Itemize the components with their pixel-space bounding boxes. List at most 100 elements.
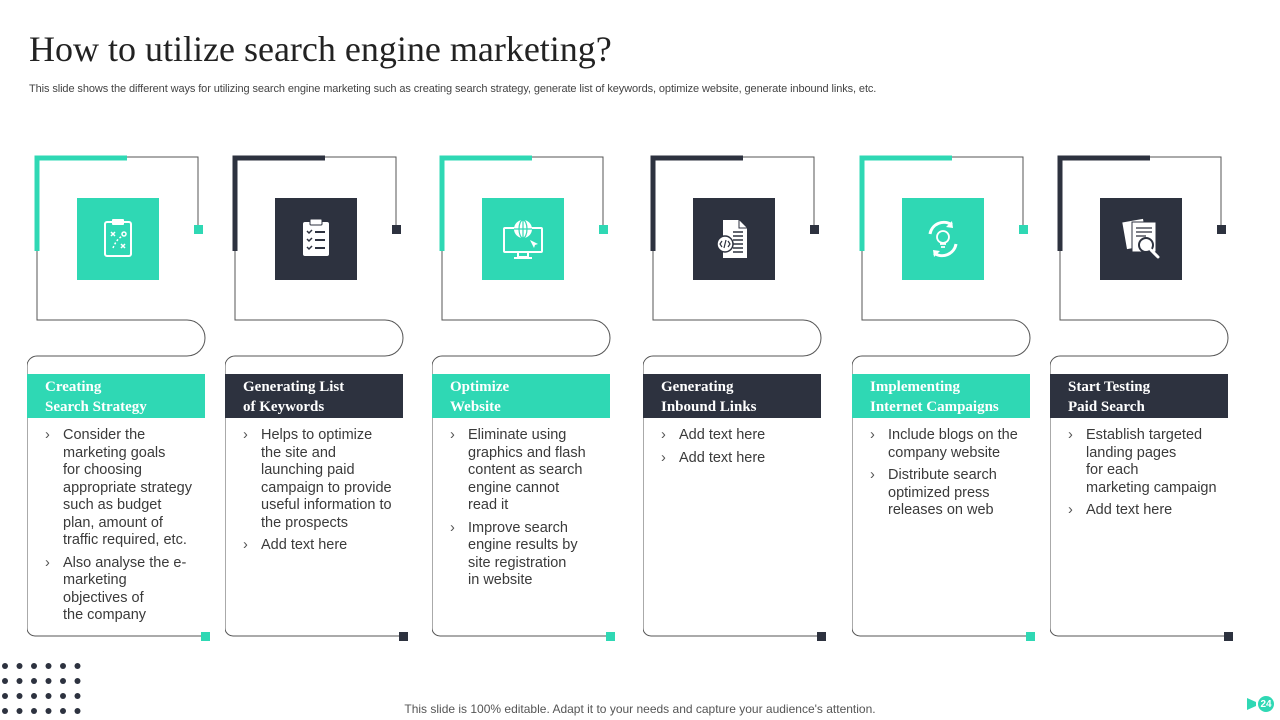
chevron-right-icon: › (45, 554, 50, 571)
bullet-item: › Establish targeted landing pages for ea… (1068, 427, 1236, 497)
chevron-right-icon: › (45, 427, 50, 443)
card-heading-line: Start Testing (1068, 379, 1151, 395)
bullet-item: ›Improve search engine results by site r… (450, 520, 618, 590)
bullet-text: Add text here (679, 427, 766, 443)
footer-note: This slide is 100% editable. Adapt it to… (404, 702, 876, 716)
decorative-dot (74, 663, 81, 669)
card-heading-line: Optimize (450, 379, 510, 395)
bullet-text: Add text here (1086, 502, 1173, 518)
card-heading-line: Generating List (243, 379, 345, 395)
card-heading-line: of Keywords (243, 399, 325, 415)
icon-tile (902, 198, 984, 280)
chevron-right-icon: › (1068, 427, 1073, 443)
card-heading: Generating List of Keywords (225, 374, 403, 418)
idea-cycle-icon (928, 220, 958, 258)
decorative-dot (74, 678, 81, 684)
decorative-dot (60, 708, 66, 714)
decorative-dot (31, 708, 37, 714)
code-document-icon (716, 220, 747, 258)
bullet-item: ›Consider the marketing goals for choosi… (45, 427, 213, 550)
decorative-dot (2, 663, 8, 669)
card-heading-line: Inbound Links (661, 399, 757, 415)
bullet-text: Add text here (261, 537, 348, 553)
bullet-list: ›Include blogs on the company website›Di… (870, 427, 1038, 525)
chevron-right-icon: › (243, 537, 248, 553)
bullet-list: › Establish targeted landing pages for ea… (1068, 427, 1236, 525)
bullet-item: › Distribute search optimized press relea… (870, 467, 1038, 520)
chevron-right-icon: › (661, 427, 666, 443)
decorative-dot-grid (2, 663, 81, 714)
megaphone-icon (1247, 698, 1256, 710)
bullet-list: ›Consider the marketing goals for choosi… (45, 427, 213, 630)
card-heading-line: Implementing (870, 379, 960, 395)
decorative-dot (16, 708, 23, 714)
bullet-item: › Also analyse the e- marketing objective… (45, 555, 213, 625)
bullet-item: › Add text here (243, 537, 411, 555)
strategy-clipboard-icon (104, 219, 132, 257)
decorative-dot (74, 693, 81, 699)
chevron-right-icon: › (1068, 502, 1073, 518)
bullet-text: Also analyse the e- marketing objectives… (63, 554, 187, 624)
icon-tile (1100, 198, 1182, 280)
decorative-dot (60, 693, 66, 699)
decorative-dot (31, 663, 37, 669)
card-heading-line: Generating (661, 379, 734, 395)
decorative-dot (16, 663, 23, 669)
web-monitor-icon (503, 219, 543, 259)
icon-tile (275, 198, 357, 280)
decorative-dot (31, 678, 37, 684)
chevron-right-icon: › (870, 467, 875, 483)
slide-subtitle: This slide shows the different ways for … (29, 83, 877, 95)
card-heading-line: Website (450, 399, 501, 415)
decorative-dot (45, 678, 52, 684)
bullet-item: › Add text here (1068, 502, 1236, 520)
decorative-dot (45, 708, 52, 714)
decorative-dot (45, 663, 52, 669)
chevron-right-icon: › (870, 427, 875, 443)
slide-title: How to utilize search engine marketing? (29, 29, 612, 69)
bullet-text: Establish targeted landing pages for eac… (1086, 427, 1217, 496)
bullet-item: › Add text here (661, 450, 829, 468)
document-search-icon (1121, 217, 1160, 259)
card-2: Generating List of Keywords › Helps to opti… (225, 150, 435, 650)
icon-tile (482, 198, 564, 280)
icon-tile (693, 198, 775, 280)
bullet-text: Improve search engine results by site re… (468, 519, 578, 589)
card-heading-line: Creating (45, 379, 102, 395)
chevron-right-icon: › (661, 449, 666, 466)
page-number: 24 (1258, 696, 1274, 712)
bullet-item: ›Include blogs on the company website (870, 427, 1038, 462)
bullet-text: Add text here (679, 449, 766, 466)
bullet-text: Eliminate using graphics and flash conte… (468, 427, 586, 513)
card-heading-line: Search Strategy (45, 399, 147, 415)
decorative-dot (45, 693, 52, 699)
bullet-item: › Eliminate using graphics and flash cont… (450, 427, 618, 515)
card-heading-line: Paid Search (1068, 399, 1145, 415)
decorative-dot (16, 678, 23, 684)
icon-tile (77, 198, 159, 280)
decorative-dot (2, 678, 8, 684)
checklist-icon (303, 218, 329, 256)
card-heading-line: Internet Campaigns (870, 399, 999, 415)
bullet-item: › Add text here (661, 427, 829, 445)
decorative-dot (16, 693, 23, 699)
chevron-right-icon: › (450, 427, 455, 443)
bullet-item: › Helps to optimize the site and launchin… (243, 427, 411, 532)
page-number-badge: 24 (1244, 694, 1274, 714)
decorative-dot (60, 678, 66, 684)
chevron-right-icon: › (243, 427, 248, 443)
bullet-text: Helps to optimize the site and launching… (261, 427, 392, 531)
bullet-list: › Add text here › Add text here (661, 427, 829, 472)
decorative-dot (2, 693, 8, 699)
bullet-text: Distribute search optimized press releas… (888, 467, 997, 518)
